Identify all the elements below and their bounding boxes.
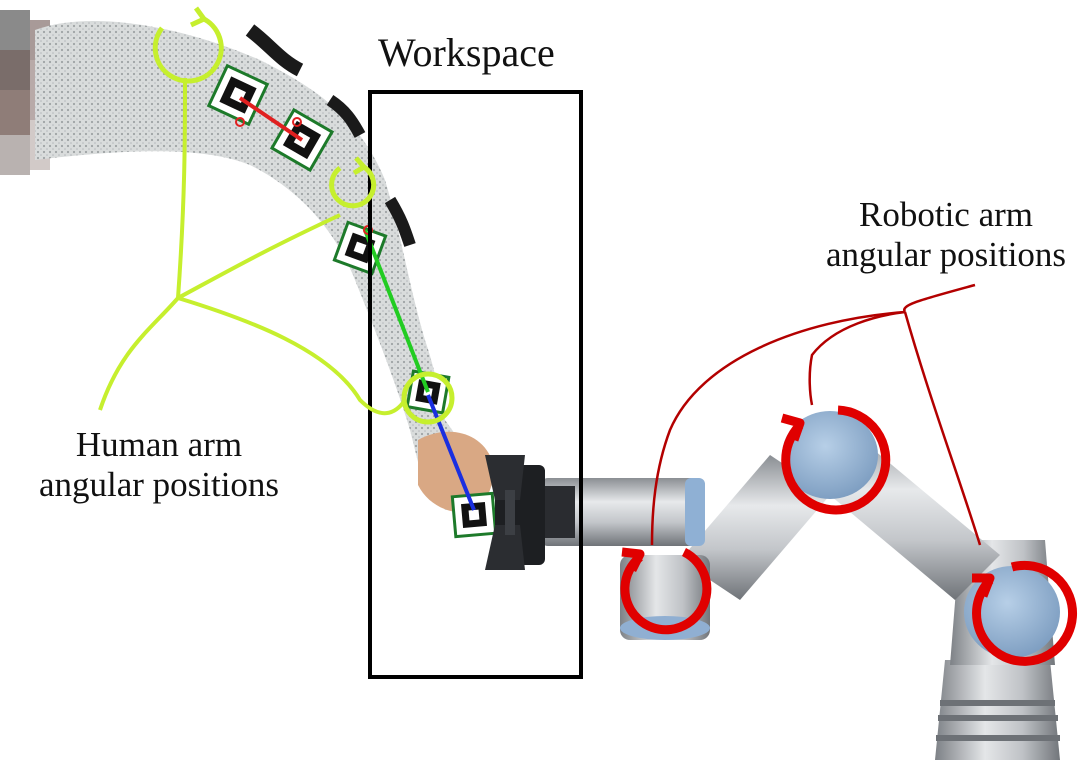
forearm-segment bbox=[363, 229, 430, 393]
human-arm-label-line1: Human arm bbox=[75, 425, 243, 464]
circular-rotation-arrow-icon bbox=[620, 547, 712, 635]
robotic-arm-label-line2: angular positions bbox=[825, 235, 1067, 275]
robot-label-leaders bbox=[650, 283, 982, 546]
robot-joint-indicators bbox=[620, 405, 1077, 666]
workspace-box bbox=[368, 90, 583, 679]
joint-cap bbox=[782, 411, 878, 499]
human-label-leaders bbox=[98, 77, 407, 416]
fiducial-marker-icon bbox=[450, 491, 498, 539]
fiducial-marker-icon bbox=[332, 220, 388, 276]
upper-arm-segment bbox=[238, 96, 304, 142]
circular-rotation-arrow-icon bbox=[401, 371, 455, 425]
robotic-arm-label: Robotic arm angular positions bbox=[808, 195, 1084, 276]
robotic-arm bbox=[485, 411, 1060, 760]
human-arm-label: Human arm angular positions bbox=[14, 425, 304, 506]
circular-rotation-arrow-icon bbox=[780, 405, 891, 515]
human-arm-label-line2: angular positions bbox=[38, 465, 280, 505]
workspace-label: Workspace bbox=[378, 30, 598, 76]
workspace-label-text: Workspace bbox=[378, 30, 555, 75]
human-arm bbox=[35, 21, 494, 513]
hand-segment bbox=[426, 394, 476, 511]
circular-rotation-arrow-icon bbox=[972, 560, 1077, 666]
circular-rotation-arrow-icon bbox=[152, 6, 224, 84]
arm-skeleton bbox=[235, 96, 476, 511]
human-joint-indicators bbox=[152, 6, 455, 425]
circular-rotation-arrow-icon bbox=[329, 156, 377, 209]
gripper bbox=[485, 455, 545, 570]
fiducial-markers bbox=[206, 63, 498, 539]
robotic-arm-label-line1: Robotic arm bbox=[859, 195, 1033, 234]
